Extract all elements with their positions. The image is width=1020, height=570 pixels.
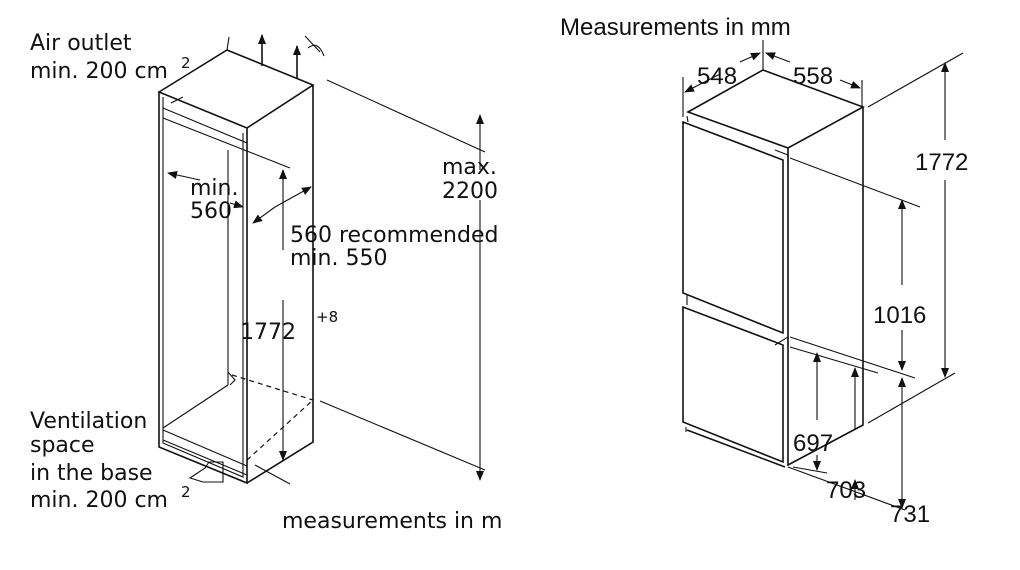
depth-min: min. 550 — [290, 246, 387, 271]
width-value: 558 — [793, 63, 833, 90]
niche-drawing — [157, 34, 486, 485]
width-min-value: 560 — [190, 199, 232, 224]
niche-height: 1772 — [240, 320, 296, 345]
air-outlet-sup: 2 — [181, 54, 191, 72]
dim-731-value: 731 — [890, 501, 930, 528]
niche-height-tolerance: +8 — [316, 308, 338, 326]
depth-value: 548 — [697, 63, 737, 90]
air-outlet-label: Air outlet — [30, 31, 132, 56]
air-outlet-value: min. 200 cm — [30, 59, 168, 84]
width-min-label: min. — [190, 176, 238, 201]
depth-recommended: 560 recommended — [290, 223, 498, 248]
height-value: 1772 — [915, 149, 968, 176]
ventilation-label-3: in the base — [30, 461, 153, 486]
dim-697-value: 697 — [793, 430, 833, 457]
ventilation-label-2: space — [30, 433, 95, 458]
upper-height-value: 1016 — [873, 302, 926, 329]
ventilation-sup: 2 — [181, 483, 191, 501]
max-height-value: 2200 — [442, 179, 498, 204]
ventilation-value: min. 200 cm — [30, 488, 168, 513]
inlet-arrow-icon — [188, 461, 224, 483]
max-height-label: max. — [442, 155, 497, 180]
appliance-drawing — [682, 40, 964, 511]
max-marker-icon — [304, 35, 325, 57]
dim-703-value: 703 — [826, 477, 866, 504]
units-note: measurements in m — [282, 509, 502, 534]
measurements-title: Measurements in mm — [560, 14, 791, 41]
ventilation-label-1: Ventilation — [30, 409, 147, 434]
